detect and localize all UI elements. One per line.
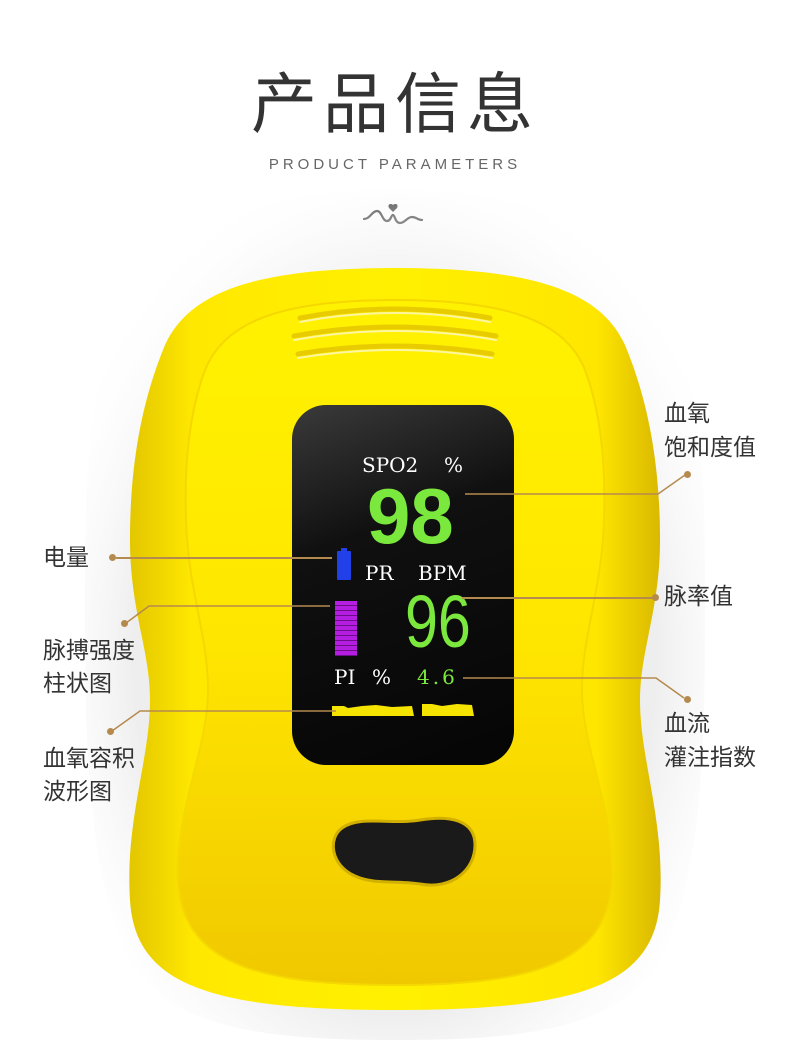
callout-line-pi bbox=[463, 677, 685, 699]
pi-label: PI bbox=[334, 665, 356, 689]
label-pulse-bar-1: 脉搏强度 bbox=[43, 638, 135, 664]
lcd-display: SPO2 % 98 PR BPM 96 PI % 4.6 bbox=[322, 445, 482, 720]
spo2-label: SPO2 bbox=[362, 453, 419, 477]
pi-unit: % bbox=[372, 665, 392, 689]
callout-line-pr bbox=[462, 597, 654, 599]
label-battery: 电量 bbox=[43, 545, 89, 571]
callout-dot-pi bbox=[684, 696, 691, 703]
label-pleth-2: 波形图 bbox=[43, 779, 112, 805]
callout-dot-pr bbox=[652, 594, 659, 601]
label-pleth-1: 血氧容积 bbox=[43, 746, 135, 772]
pleth-waveform bbox=[332, 704, 474, 716]
label-pi-2: 灌注指数 bbox=[664, 745, 756, 771]
callout-line-pulse-bar bbox=[125, 605, 330, 624]
callout-dot-pleth bbox=[107, 728, 114, 735]
pr-label: PR bbox=[365, 561, 394, 585]
label-spo2-2: 饱和度值 bbox=[664, 435, 756, 461]
label-spo2-1: 血氧 bbox=[664, 401, 710, 427]
label-pr: 脉率值 bbox=[664, 584, 733, 610]
page-title: 产品信息 bbox=[251, 66, 539, 143]
callout-line-pleth bbox=[111, 710, 336, 732]
power-button bbox=[331, 816, 477, 887]
pr-unit: BPM bbox=[418, 561, 467, 585]
spo2-value: 98 bbox=[367, 472, 454, 560]
label-pi-1: 血流 bbox=[664, 711, 710, 737]
pulse-bar-graph bbox=[335, 601, 357, 656]
spo2-unit: % bbox=[444, 453, 464, 477]
grip-ridges bbox=[291, 306, 499, 357]
label-pulse-bar-2: 柱状图 bbox=[43, 671, 112, 697]
callout-dot-pulse-bar bbox=[121, 620, 128, 627]
pr-value: 96 bbox=[405, 580, 471, 663]
page-subtitle: PRODUCT PARAMETERS bbox=[268, 156, 522, 173]
callout-line-spo2 bbox=[465, 474, 686, 495]
pi-value: 4.6 bbox=[417, 665, 458, 689]
callout-dot-battery bbox=[109, 554, 116, 561]
battery-icon bbox=[337, 548, 351, 580]
callout-line-battery bbox=[116, 557, 332, 559]
callout-dot-spo2 bbox=[684, 471, 691, 478]
display-bezel bbox=[292, 405, 514, 765]
